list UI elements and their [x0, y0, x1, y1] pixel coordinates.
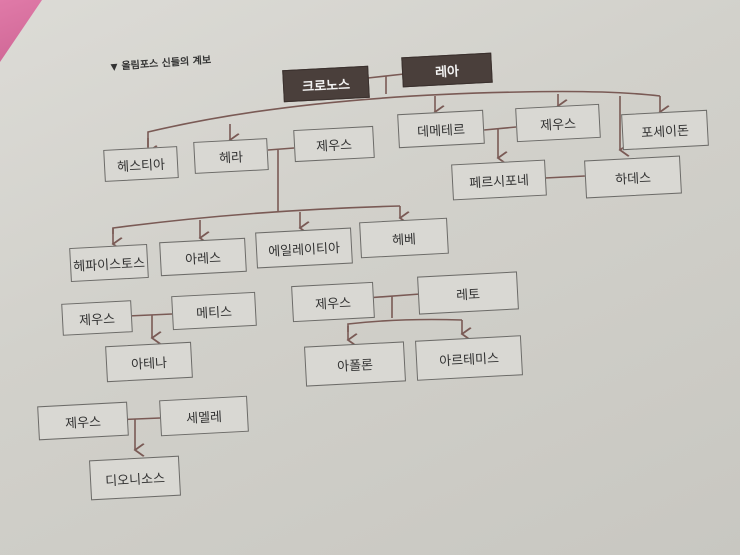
second-generation-branch — [112, 205, 401, 234]
hera-zeus-link — [267, 147, 295, 151]
box-rhea: 레아 — [401, 52, 493, 88]
box-kronos: 크로노스 — [282, 65, 370, 103]
box-athena: 아테나 — [105, 341, 193, 383]
box-poseidon: 포세이돈 — [621, 109, 709, 151]
box-leto: 레토 — [417, 271, 519, 315]
box-dionysus: 디오니소스 — [89, 455, 181, 501]
box-semele: 세멜레 — [159, 395, 249, 437]
box-hebe: 헤베 — [359, 217, 449, 259]
box-persephone: 페르시포네 — [451, 159, 547, 201]
zeus-leto-link — [365, 293, 421, 299]
box-metis: 메티스 — [171, 291, 257, 331]
box-zeus-1: 제우스 — [293, 125, 375, 163]
persephone-hades-link — [544, 175, 586, 179]
box-ares: 아레스 — [159, 237, 247, 277]
demeter-zeus-link — [483, 126, 517, 131]
box-artemis: 아르테미스 — [415, 335, 523, 381]
box-demeter: 데메테르 — [397, 109, 485, 149]
zeus-metis-link — [127, 313, 173, 317]
box-hestia: 헤스티아 — [103, 146, 179, 182]
box-zeus-2: 제우스 — [515, 103, 601, 143]
box-zeus-5: 제우스 — [37, 401, 129, 441]
box-hera: 헤라 — [193, 138, 269, 174]
box-apollo: 아폴론 — [304, 341, 406, 387]
box-zeus-3: 제우스 — [61, 300, 133, 336]
box-hephaestus: 헤파이스토스 — [69, 243, 149, 283]
box-hades: 하데스 — [584, 155, 682, 199]
box-zeus-4: 제우스 — [291, 281, 375, 323]
box-eileithyia: 에일레이티아 — [255, 227, 353, 269]
first-generation-branch — [147, 90, 661, 148]
third-generation-branch — [347, 318, 463, 332]
